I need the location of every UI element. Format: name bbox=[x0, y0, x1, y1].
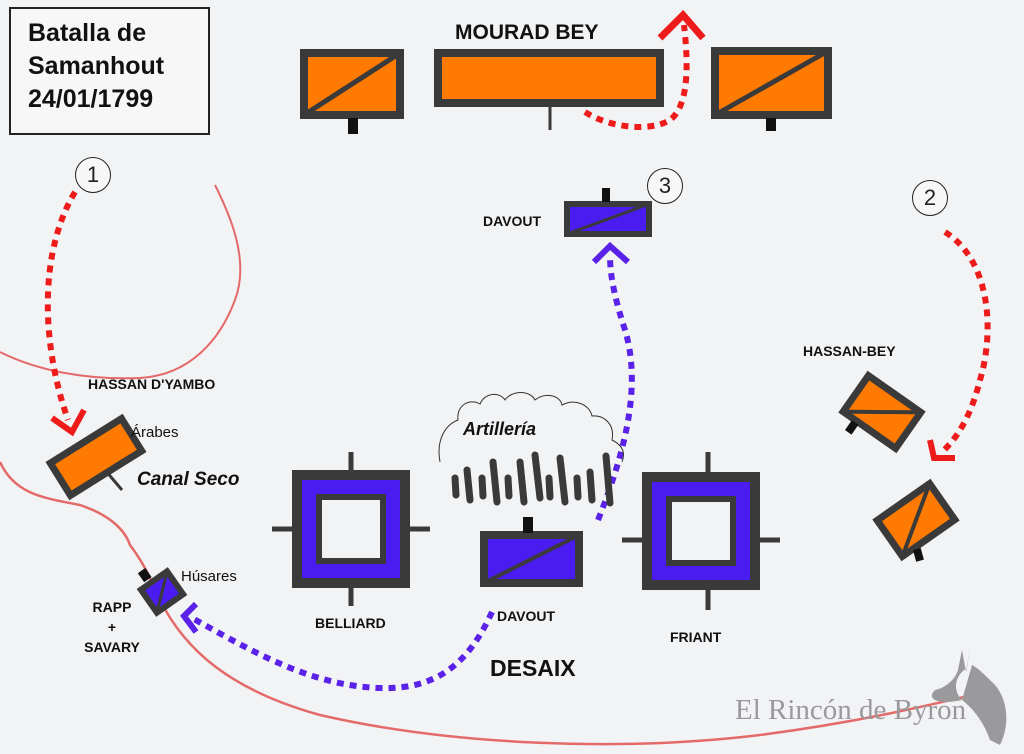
label-savary: SAVARY bbox=[84, 639, 140, 655]
label-belliard: BELLIARD bbox=[315, 615, 386, 631]
husares-unit bbox=[136, 567, 188, 617]
label-arabes: Árabes bbox=[131, 424, 179, 441]
mameluke-unit-right bbox=[711, 47, 832, 131]
label-friant: FRIANT bbox=[670, 629, 722, 645]
artillery-cloud-outline bbox=[438, 392, 625, 463]
label-rapp-savary: RAPP + SAVARY bbox=[76, 597, 148, 657]
title-box: Batalla de Samanhout 24/01/1799 bbox=[9, 7, 210, 135]
canal-line-north bbox=[0, 184, 242, 380]
hassan-bey-unit-1 bbox=[838, 370, 926, 454]
davout-unit-south bbox=[480, 517, 583, 587]
title-date: 24/01/1799 bbox=[28, 85, 154, 113]
enemy-arrow-2 bbox=[939, 229, 991, 455]
label-hassan-dyambo: HASSAN D'YAMBO bbox=[88, 376, 216, 392]
artillery-guns bbox=[451, 451, 614, 507]
arrowhead-4 bbox=[180, 601, 199, 634]
mameluke-unit-center bbox=[434, 49, 664, 130]
davout-unit-north bbox=[564, 188, 652, 237]
husares-flag bbox=[137, 568, 152, 583]
label-canal-seco: Canal Seco bbox=[137, 469, 240, 490]
label-mourad-bey: MOURAD BEY bbox=[455, 21, 599, 44]
label-davout-south: DAVOUT bbox=[497, 608, 556, 624]
friant-square bbox=[622, 452, 780, 610]
enemy-arrow-1 bbox=[44, 190, 78, 421]
label-rapp: RAPP bbox=[92, 599, 132, 615]
french-arrow-davout-west bbox=[190, 610, 495, 692]
label-hassan-bey: HASSAN-BEY bbox=[803, 343, 896, 359]
watermark-hare-logo bbox=[931, 648, 1007, 745]
canal-line-south bbox=[0, 461, 986, 746]
arrowhead-1 bbox=[50, 408, 87, 437]
enemy-arrow-retreat bbox=[583, 24, 690, 130]
mameluke-unit-left bbox=[300, 49, 404, 134]
label-husares: Húsares bbox=[181, 568, 237, 585]
marker-1: 1 bbox=[75, 157, 111, 193]
label-desaix: DESAIX bbox=[490, 655, 576, 681]
arrowhead-retreat bbox=[657, 9, 706, 41]
french-arrow-davout-north bbox=[595, 254, 635, 522]
marker-3: 3 bbox=[647, 168, 683, 204]
label-plus: + bbox=[107, 619, 117, 635]
arabes-unit bbox=[45, 413, 147, 501]
watermark-text: El Rincón de Byron bbox=[735, 694, 967, 726]
title-line-2: Samanhout bbox=[28, 52, 165, 80]
label-artilleria: Artillería bbox=[463, 419, 537, 439]
arabes-flagstaff bbox=[103, 469, 124, 491]
hassan-bey-unit-2 bbox=[872, 478, 960, 562]
arrowhead-3 bbox=[591, 241, 630, 265]
belliard-square bbox=[272, 452, 430, 606]
label-davout-north: DAVOUT bbox=[483, 213, 542, 229]
marker-2: 2 bbox=[912, 180, 948, 216]
arrowhead-2 bbox=[927, 439, 955, 461]
title-line-1: Batalla de bbox=[28, 19, 147, 47]
